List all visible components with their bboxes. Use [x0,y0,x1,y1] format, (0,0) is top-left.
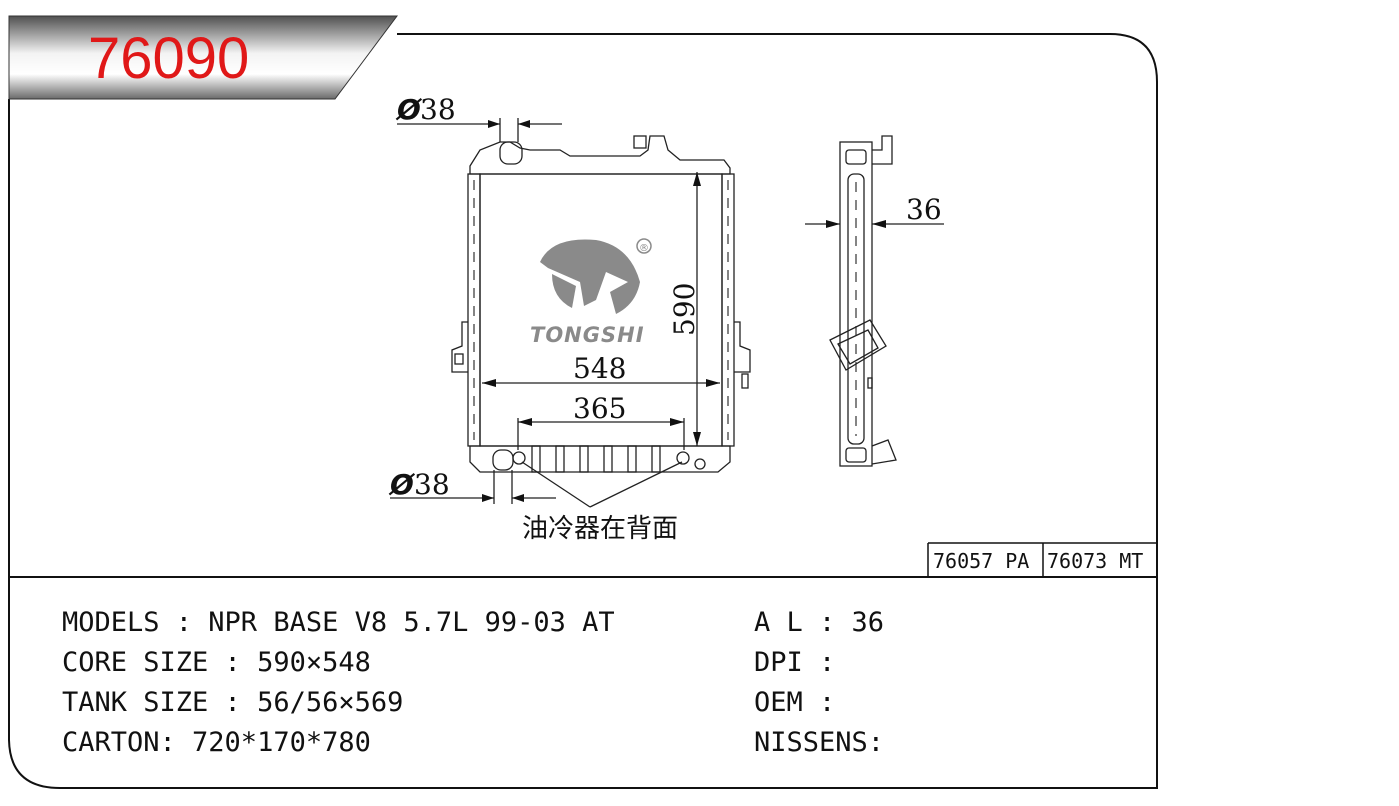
tongshi-logo: ® TONGSHI [530,238,652,347]
logo-mark-icon [540,239,640,314]
dim-top-diameter: Ø 38 [395,93,562,142]
dim-width: 548 [482,352,720,387]
radiator-front-view [451,135,751,473]
dim-top-diameter-value: 38 [420,93,456,126]
bottom-tank-ribs [531,445,661,473]
title-banner [8,15,398,100]
brand-name: TONGSHI [530,323,645,347]
ref-part-2: 76073 MT [1047,549,1143,573]
dim-bottom-diameter: Ø 38 [388,468,556,504]
oil-cooler-callout: 油冷器在背面 [521,461,683,544]
radiator-side-view [829,135,897,467]
spec-tank-size: TANK SIZE : 56/56×569 [62,687,403,718]
oil-cooler-note: 油冷器在背面 [522,514,678,544]
dim-oil-cooler-value: 365 [573,392,626,425]
spec-carton: CARTON: 720*170*780 [62,727,371,758]
spec-models: MODELS : NPR BASE V8 5.7L 99-03 AT [62,607,615,638]
part-number-title: 76090 [88,26,249,91]
spec-nissens: NISSENS: [754,727,884,758]
ref-part-1: 76057 PA [933,549,1029,573]
diameter-symbol-bottom-icon: Ø [388,468,416,501]
dim-oil-cooler: 365 [517,392,685,450]
dim-height: 590 [668,172,701,446]
spec-block: MODELS : NPR BASE V8 5.7L 99-03 AT CORE … [62,607,884,758]
registered-mark: ® [639,243,649,254]
spec-dpi: DPI : [754,647,835,678]
spec-oem: OEM : [754,687,835,718]
spec-core-size: CORE SIZE : 590×548 [62,647,371,678]
dim-bottom-diameter-value: 38 [414,468,450,501]
dim-width-value: 548 [573,352,626,385]
dim-height-value: 590 [668,283,701,336]
sheet-frame [8,33,1158,789]
dim-thickness: 36 [805,193,944,228]
spec-al: A L : 36 [754,607,884,638]
diameter-symbol-top-icon: Ø [395,93,423,126]
registered-mark-icon [636,238,652,254]
dim-thickness-value: 36 [906,193,942,226]
reference-boxes: 76057 PA 76073 MT [927,542,1157,577]
